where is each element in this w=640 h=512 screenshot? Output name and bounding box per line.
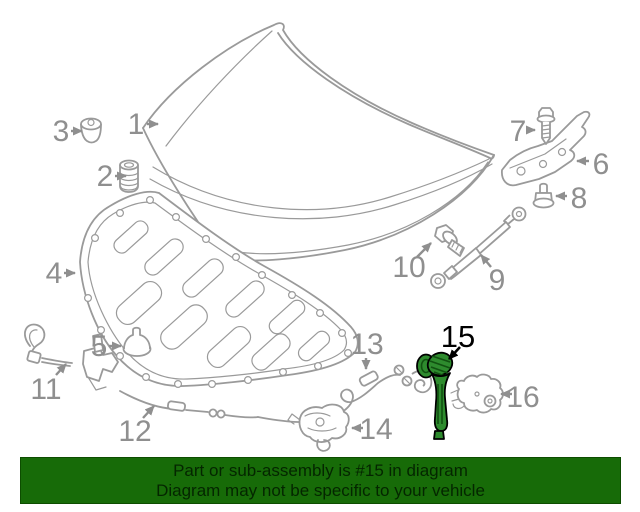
- hood-bumper-grommet: [80, 117, 102, 144]
- callout-label-11[interactable]: 11: [30, 373, 61, 406]
- callout-9[interactable]: 9: [480, 254, 506, 297]
- callout-5[interactable]: 5: [91, 330, 122, 363]
- callout-8[interactable]: 8: [555, 182, 588, 215]
- callout-label-10[interactable]: 10: [392, 251, 425, 284]
- callout-14[interactable]: 14: [351, 413, 393, 446]
- callout-4[interactable]: 4: [46, 257, 76, 290]
- callout-6[interactable]: 6: [576, 148, 610, 181]
- callout-arrow-12: [142, 405, 155, 419]
- callout-label-16[interactable]: 16: [506, 381, 539, 414]
- callout-arrow-10: [416, 242, 432, 258]
- callout-arrow-15: [448, 346, 461, 360]
- callout-12[interactable]: 12: [118, 405, 155, 448]
- callout-label-5[interactable]: 5: [91, 330, 108, 363]
- highlight-banner: Part or sub-assembly is #15 in diagram D…: [20, 457, 621, 504]
- hinge-bolt: [536, 107, 556, 145]
- insulator-retainer-clip: [122, 326, 152, 357]
- callout-16[interactable]: 16: [500, 381, 540, 414]
- hinge-nut: [532, 182, 555, 209]
- callout-arrow-11: [55, 363, 67, 376]
- callout-7[interactable]: 7: [510, 115, 536, 148]
- callout-label-9[interactable]: 9: [489, 264, 506, 297]
- callout-label-7[interactable]: 7: [510, 115, 527, 148]
- banner-line-1: Part or sub-assembly is #15 in diagram: [173, 461, 468, 480]
- callout-label-12[interactable]: 12: [118, 415, 151, 448]
- callout-13[interactable]: 13: [350, 328, 384, 370]
- hood-seal-strip: [24, 323, 119, 391]
- callout-label-3[interactable]: 3: [53, 115, 70, 148]
- callout-11[interactable]: 11: [30, 363, 67, 406]
- hood-hinge: [501, 110, 591, 187]
- callout-label-8[interactable]: 8: [571, 182, 588, 215]
- hood-latch: [287, 403, 350, 452]
- callout-label-14[interactable]: 14: [359, 413, 392, 446]
- hood-release-handle[interactable]: [416, 349, 456, 440]
- callout-label-2[interactable]: 2: [97, 160, 114, 193]
- callout-label-4[interactable]: 4: [46, 257, 63, 290]
- banner-line-2: Diagram may not be specific to your vehi…: [156, 481, 485, 500]
- hood-panel: [142, 22, 495, 262]
- pad-cutouts: [113, 220, 331, 371]
- callout-10[interactable]: 10: [392, 242, 432, 284]
- callout-15[interactable]: 15: [441, 319, 475, 360]
- hood-lift-support: [430, 206, 527, 289]
- callouts: 1 2 3 4 5 6 7 8: [30, 108, 609, 448]
- lift-support-ball-stud: [434, 224, 465, 257]
- callout-label-13[interactable]: 13: [350, 328, 383, 361]
- pad-screws: [83, 196, 353, 389]
- callout-arrow-9: [480, 254, 492, 268]
- callout-1[interactable]: 1: [128, 108, 159, 141]
- callout-label-1[interactable]: 1: [128, 108, 145, 141]
- latch-striker-bracket: [450, 373, 504, 414]
- callout-label-6[interactable]: 6: [593, 148, 610, 181]
- callout-3[interactable]: 3: [53, 115, 83, 148]
- release-cable-front: [119, 390, 259, 419]
- hood-insulator-pad: [79, 190, 359, 389]
- callout-2[interactable]: 2: [97, 160, 127, 193]
